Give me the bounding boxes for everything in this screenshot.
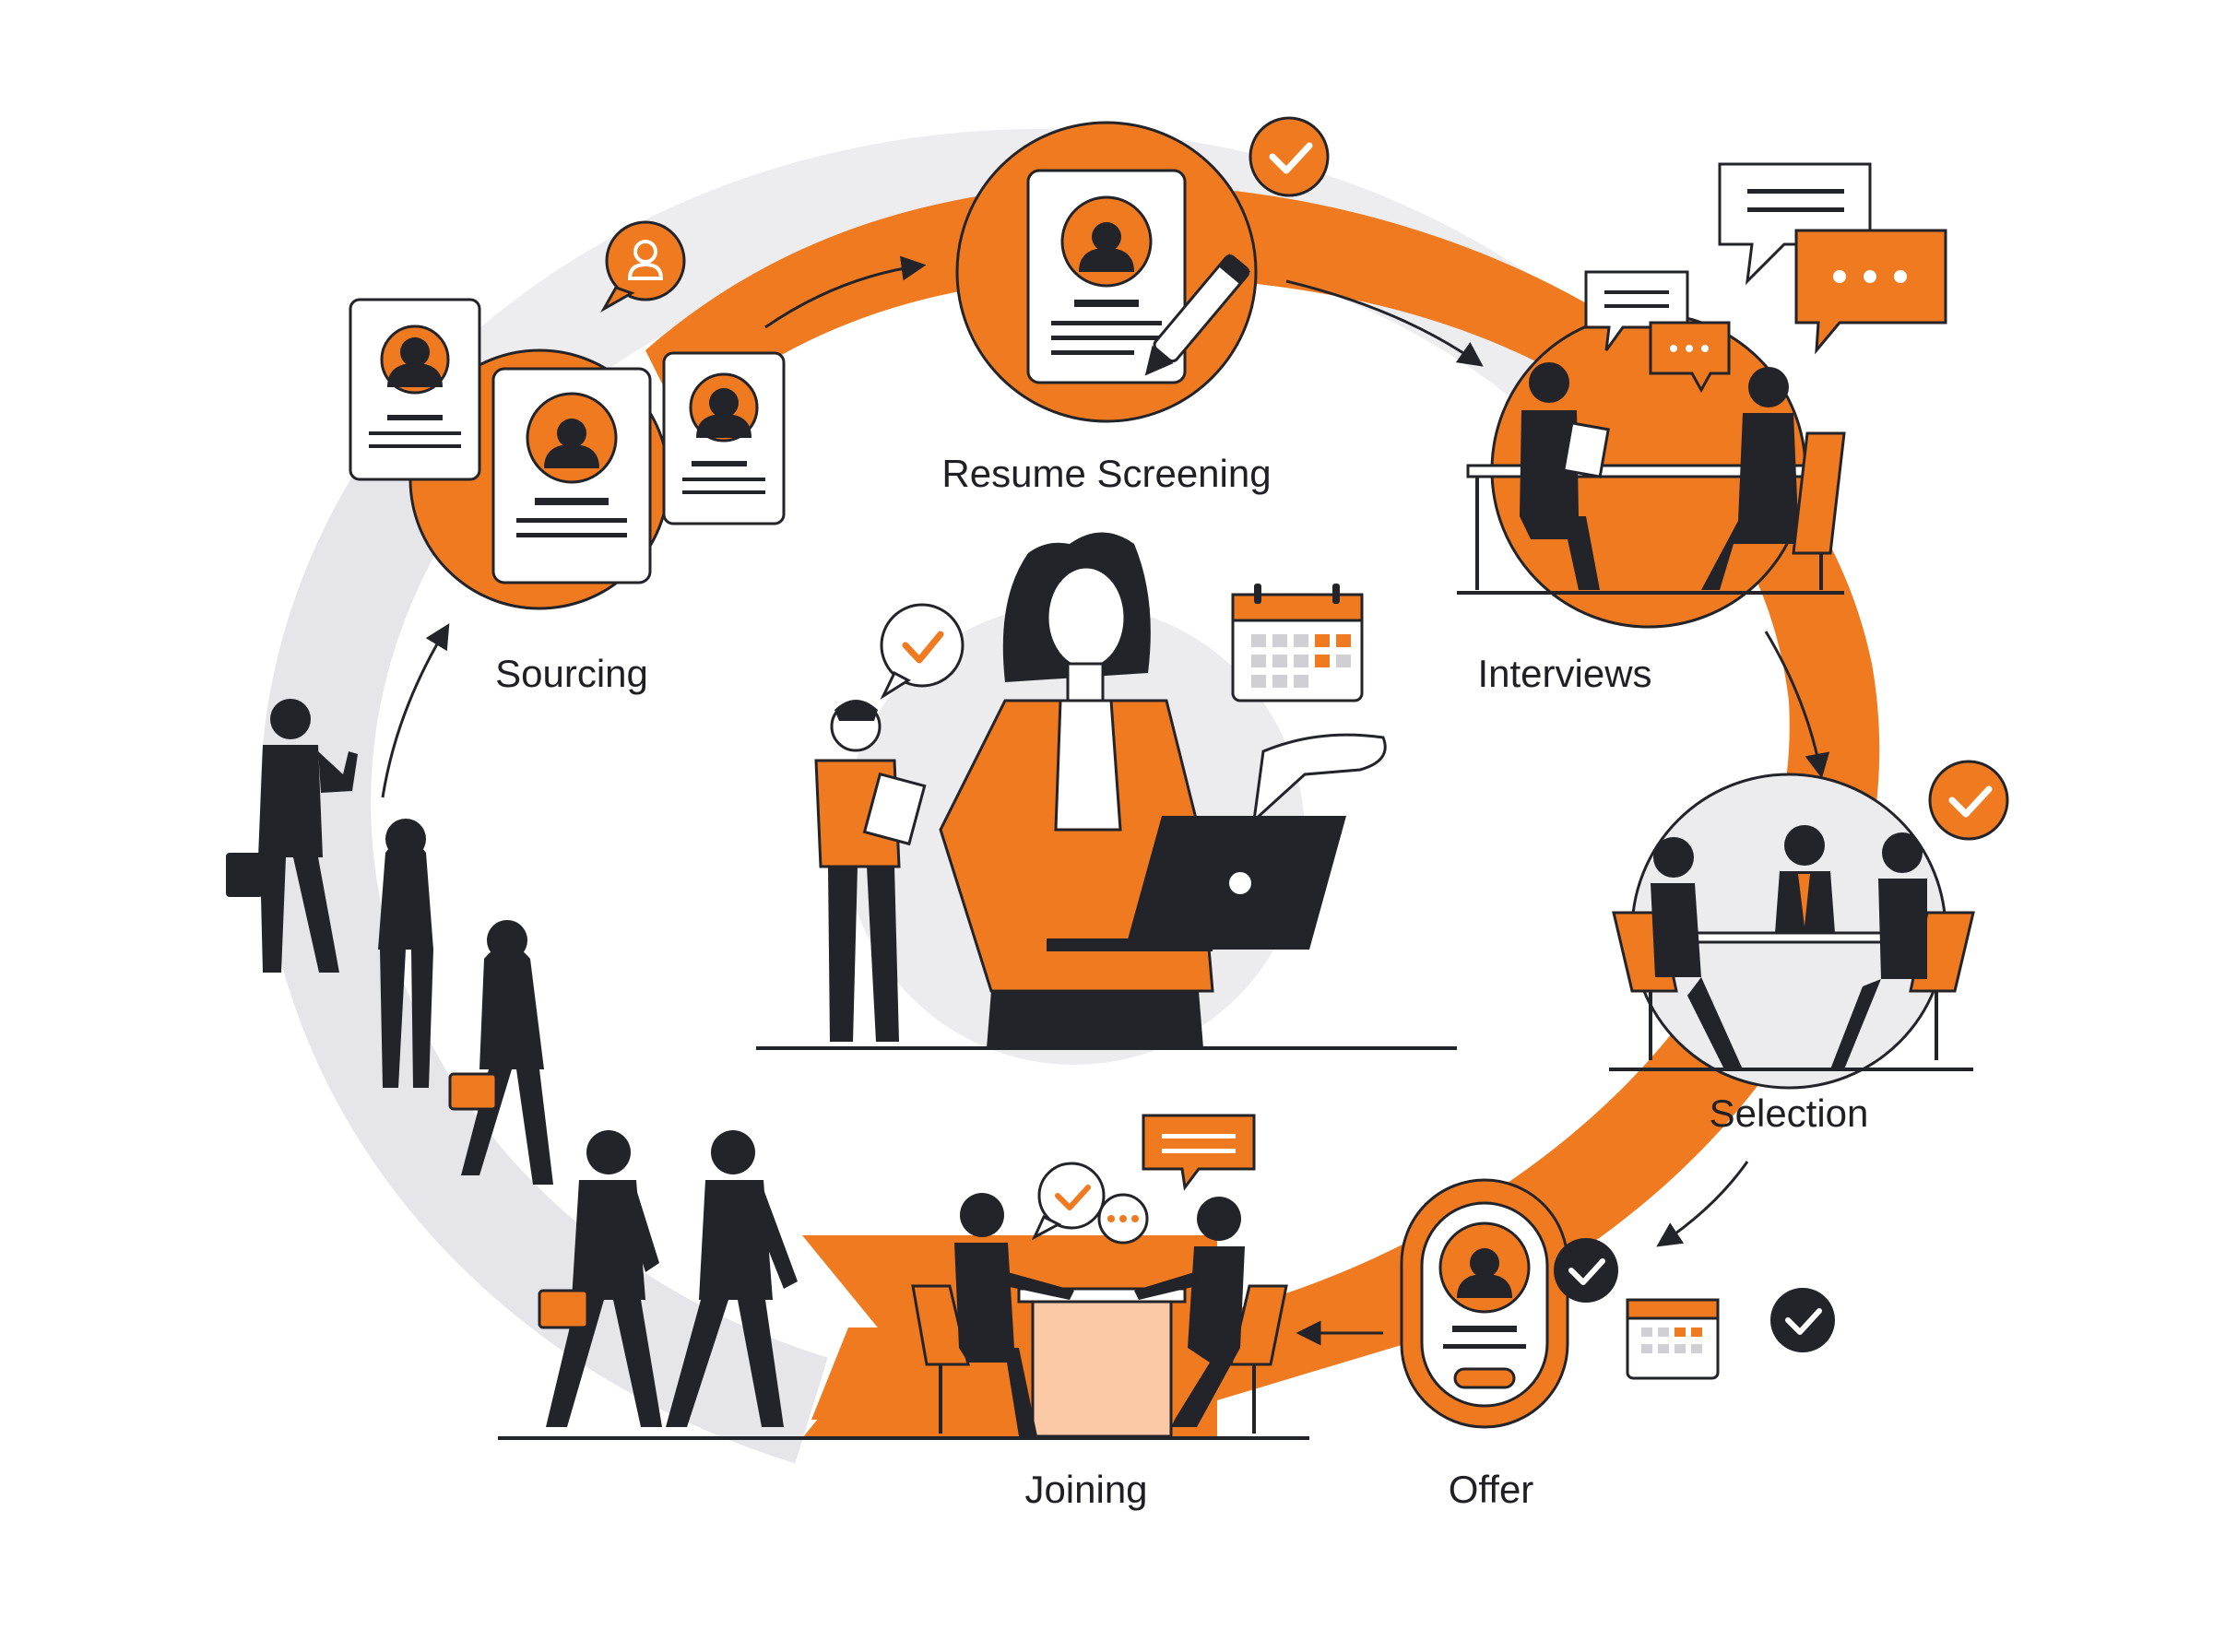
briefcase-icon — [226, 853, 263, 897]
pen-icon — [1144, 254, 1251, 376]
check-icon — [1770, 1288, 1835, 1352]
stage-selection: Selection — [1609, 760, 2009, 1135]
stage-interviews: Interviews — [1457, 162, 1947, 695]
calendar-icon — [1231, 584, 1364, 702]
stage-resume-screening: Resume Screening — [941, 116, 1330, 495]
walking-candidates — [226, 699, 798, 1427]
ellipsis-bubble-icon — [1649, 321, 1731, 394]
central-recruiter-scene — [756, 532, 1457, 1050]
laptop-icon — [1047, 816, 1346, 951]
chat-bubble-icon — [1142, 1114, 1256, 1191]
check-icon — [880, 603, 964, 701]
arrow-selection-to-offer — [1656, 1161, 1749, 1247]
check-icon — [1031, 1162, 1106, 1241]
resume-card-right — [662, 351, 786, 525]
stage-label-offer: Offer — [1449, 1468, 1534, 1511]
walker-2 — [378, 819, 433, 1088]
ellipsis-bubble-icon — [1097, 1193, 1149, 1245]
briefcase-icon — [448, 1072, 498, 1111]
resume-document — [1026, 169, 1187, 384]
ellipsis-bubble-icon — [1794, 229, 1947, 355]
walker-3 — [448, 920, 553, 1185]
check-icon — [1554, 1238, 1618, 1303]
assistant — [814, 700, 927, 1042]
arrow-sourcing-to-screening — [764, 255, 927, 329]
walker-1 — [226, 699, 358, 973]
stage-label-interviews: Interviews — [1477, 652, 1651, 695]
resume-card-left — [349, 298, 481, 481]
stage-label-selection: Selection — [1710, 1092, 1869, 1135]
walker-4 — [538, 1130, 662, 1427]
calendar-icon — [1626, 1298, 1720, 1380]
chat-bubble-icon — [1584, 270, 1689, 351]
arrow-walkers-to-sourcing — [381, 623, 450, 798]
stage-joining: Joining — [498, 1114, 1309, 1511]
interview-scene — [1457, 362, 1846, 595]
flow-arrows — [381, 255, 1830, 1346]
arrow-screening-to-interviews — [1285, 279, 1484, 367]
chat-bubble-icon — [1718, 162, 1872, 286]
stage-label-resume-screening: Resume Screening — [941, 452, 1271, 495]
stage-offer: Offer — [1400, 1178, 1835, 1511]
briefcase-icon — [538, 1289, 589, 1329]
joining-scene — [498, 1193, 1309, 1440]
stage-label-joining: Joining — [1024, 1468, 1147, 1511]
person-bubble-icon — [600, 220, 686, 313]
walker-5 — [666, 1130, 798, 1427]
check-icon — [1928, 760, 2009, 841]
check-icon — [1249, 116, 1330, 197]
selection-scene — [1609, 825, 1975, 1071]
stage-label-sourcing: Sourcing — [495, 652, 648, 695]
clipboard-icon — [862, 772, 927, 846]
stage-sourcing: Sourcing — [349, 220, 786, 695]
resume-card-center — [491, 367, 652, 584]
arrow-interviews-to-selection — [1764, 631, 1830, 779]
